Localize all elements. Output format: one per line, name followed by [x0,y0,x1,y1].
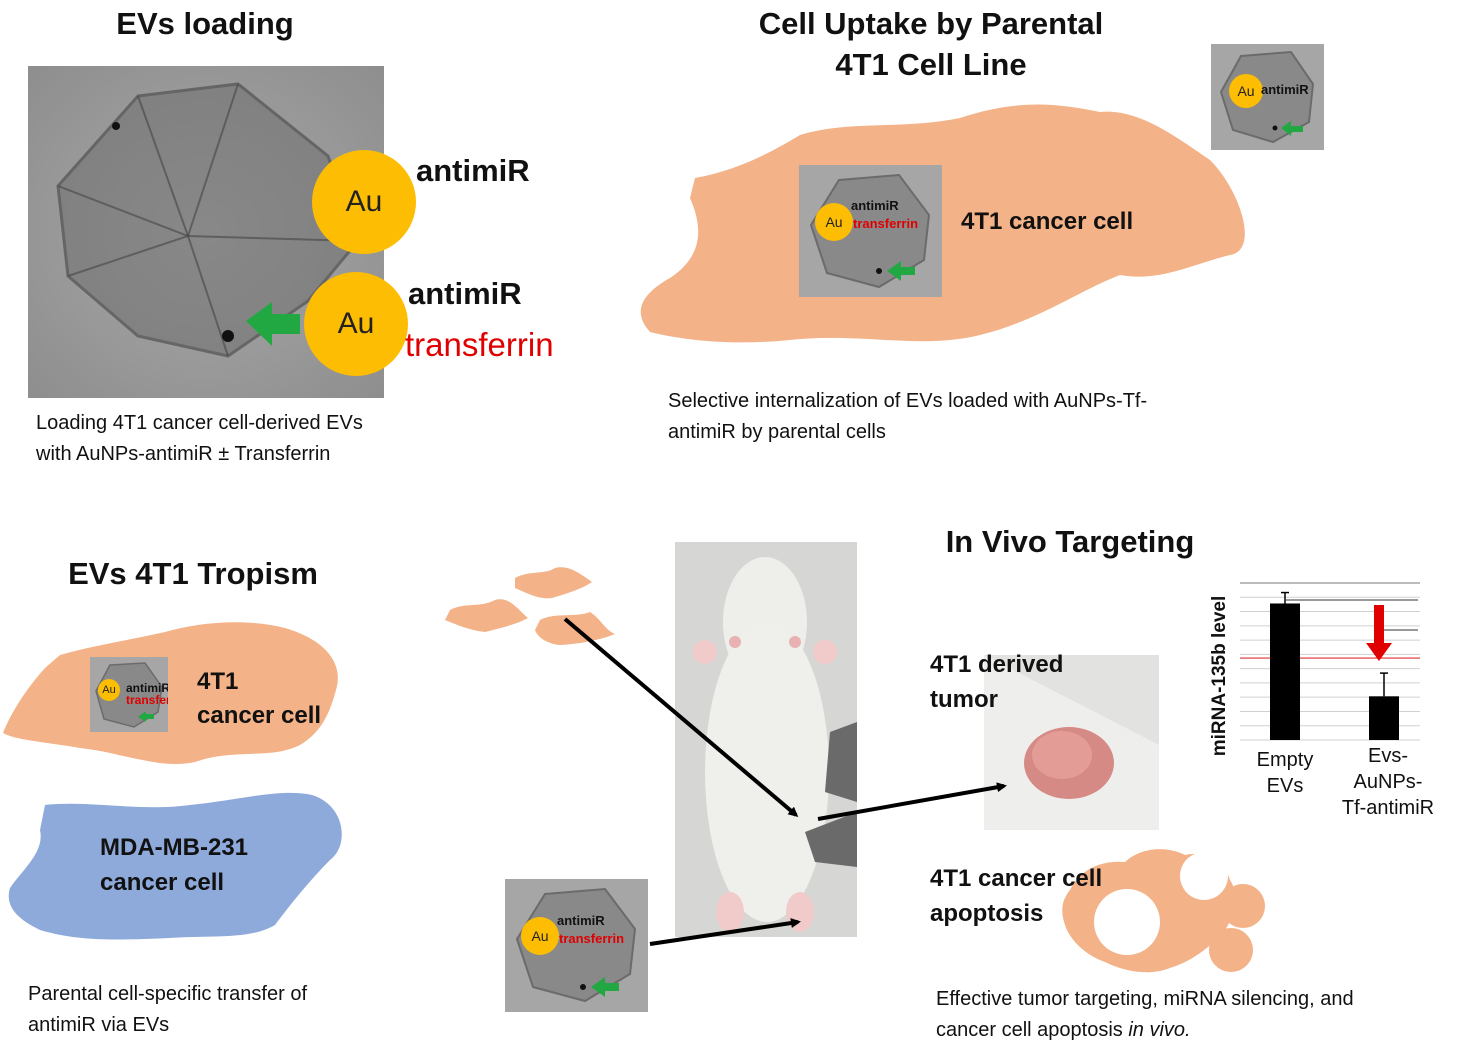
panel-loading-title: EVs loading [116,6,294,41]
apoptosis-label: 4T1 cancer cell apoptosis [930,861,1102,931]
ev-micrograph-injection-drawing [505,879,648,1012]
panel-uptake-title: Cell Uptake by Parental 4T1 Cell Line [700,6,1162,83]
label-line: cancer cell [100,869,225,896]
ev-micrograph-injection: Au antimiR transferrin [505,879,648,1012]
panel-uptake-caption: Selective internalization of EVs loaded … [668,386,1228,448]
mirna-chart: miRNA-135b level Empty EVs Evs-AuNPs- Tf… [1200,575,1440,819]
au-label: Au [345,185,383,218]
apoptotic-body-1 [1221,884,1265,928]
category-line: Empty [1256,749,1314,771]
transferrin-label-tropism: transferrin [126,693,168,707]
caption-italic: in vivo. [1128,1019,1191,1041]
gold-nanoparticle-2: Au [304,272,408,376]
4t1-cell-label: 4T1 cancer cell [961,208,1134,235]
apoptotic-vacuole-2 [1180,852,1228,900]
panel-tropism-caption: Parental cell-specific transfer of antim… [28,979,408,1041]
4t1-cell-large [640,104,1245,343]
caption-line: Loading 4T1 cancer cell-derived EVs [36,412,363,434]
caption-line: Parental cell-specific transfer of [28,983,308,1005]
chart-bar [1369,696,1399,740]
antimir-label-injection: antimiR [557,913,605,928]
mouse-photo [675,542,857,937]
panel-tropism-title: EVs 4T1 Tropism [68,556,318,591]
gold-nanoparticle-tropism: Au [98,679,120,701]
caption-line: antimiR by parental cells [668,421,886,443]
title-line: Cell Uptake by Parental [758,6,1104,41]
au-label: Au [102,684,116,696]
au-label: Au [1237,83,1255,99]
caption-line: cancer cell apoptosis in vivo. [936,1015,1456,1046]
gold-nanoparticle-in-cell: Au [815,203,853,241]
apoptotic-vacuole-1 [1094,889,1160,955]
transferrin-label: transferrin [405,326,554,363]
tumor-photo [984,655,1159,830]
small-cell-3 [535,612,615,645]
small-cell-2 [445,599,528,632]
category-line: Tf-antimiR [1341,797,1435,819]
antimir-label-tropism: antimiR [126,681,168,695]
label-line: 4T1 [197,668,239,695]
transferrin-label-injection: transferrin [559,931,625,946]
title-line: 4T1 Cell Line [835,46,1027,82]
label-line: 4T1 cancer cell [930,865,1103,892]
4t1-cell-label-tropism: 4T1 cancer cell [197,665,321,733]
tumor-label: 4T1 derived tumor [930,647,1063,717]
antimir-label-inset: antimiR [1261,82,1309,97]
au-label: Au [825,214,843,230]
small-cell-1 [515,567,592,599]
category-line: EVs [1266,775,1304,797]
antimir-label-2: antimiR [408,276,522,311]
chart-bar [1270,603,1300,740]
apoptotic-body-2 [1209,928,1253,972]
label-line: MDA-MB-231 [100,834,249,861]
ev-micrograph-in-cell: Au antimiR transferrin [799,165,942,297]
caption-line: Selective internalization of EVs loaded … [668,390,1148,412]
label-line: cancer cell [197,702,322,729]
panel-invivo-caption: Effective tumor targeting, miRNA silenci… [936,984,1456,1046]
caption-line: with AuNPs-antimiR ± Transferrin [36,443,331,465]
caption-line: Effective tumor targeting, miRNA silenci… [936,988,1354,1010]
mirna-chart-svg [1240,582,1420,741]
caption-line: antimiR via EVs [28,1014,170,1036]
label-line: tumor [930,686,998,713]
chart-arrow-shaft [1374,605,1384,645]
panel-loading-caption: Loading 4T1 cancer cell-derived EVs with… [36,408,456,470]
gold-nanoparticle-inset: Au [1229,74,1263,108]
ev-micrograph-inset-drawing [1211,44,1324,150]
mouse-photo-drawing [675,542,857,937]
antimir-label-in-cell: antimiR [851,198,899,213]
chart-category-1: Empty EVs [1240,747,1330,799]
label-line: apoptosis [930,900,1044,927]
ev-micrograph-tropism: Au antimiR transferrin [90,657,168,732]
au-label: Au [531,928,549,944]
antimir-label-1: antimiR [416,153,530,188]
ev-micrograph-inset: Au antimiR [1211,44,1324,150]
transferrin-label-in-cell: transferrin [853,216,919,231]
chart-arrow-head [1366,643,1392,661]
gold-nanoparticle-1: Au [312,150,416,254]
tumor-photo-drawing [984,655,1159,830]
gold-nanoparticle-injection: Au [521,917,559,955]
category-line: Evs-AuNPs- [1353,745,1423,793]
label-line: 4T1 derived [930,651,1064,678]
au-label: Au [337,307,375,340]
caption-text: cancer cell apoptosis [936,1019,1129,1041]
panel-invivo-title: In Vivo Targeting [945,524,1195,559]
chart-category-2: Evs-AuNPs- Tf-antimiR [1336,743,1440,821]
chart-ylabel: miRNA-135b level [1209,595,1230,757]
mda-cell-label: MDA-MB-231 cancer cell [100,830,248,900]
